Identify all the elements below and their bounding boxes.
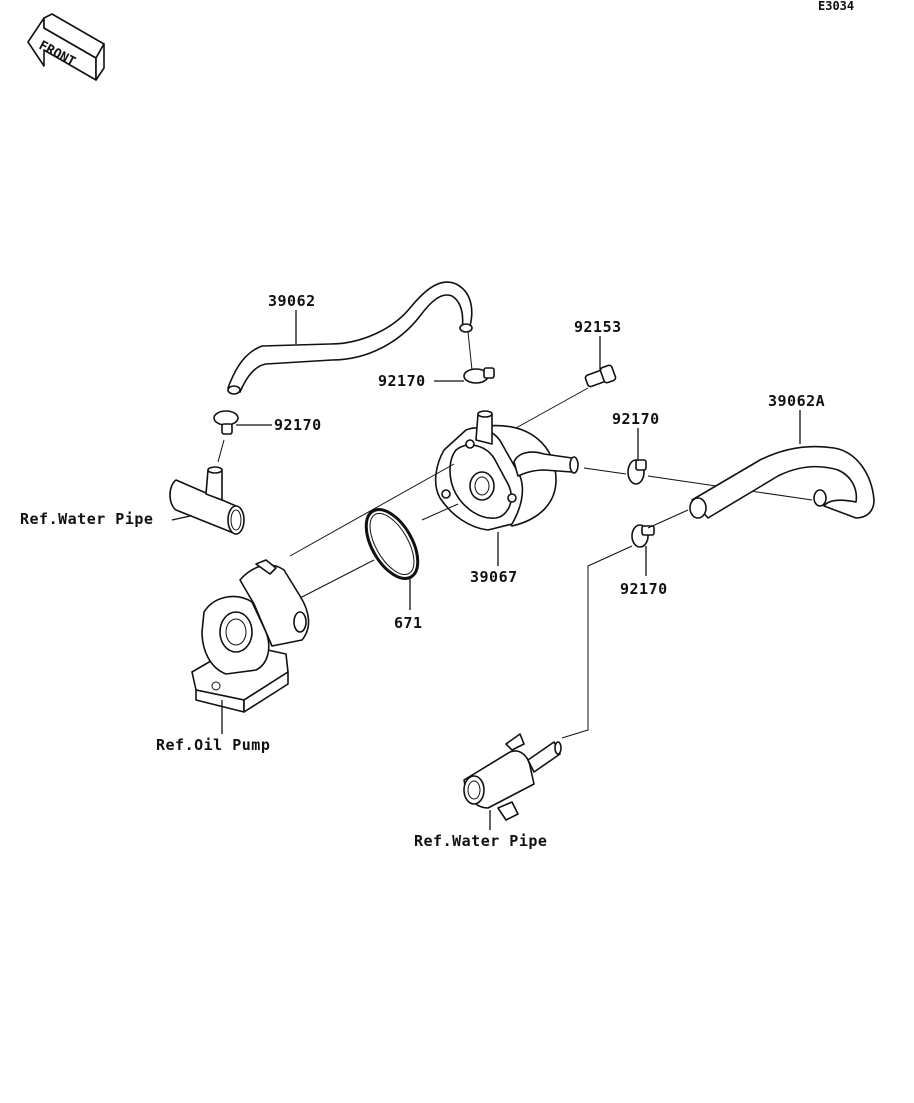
clamp-92170-right-upper	[627, 459, 647, 485]
label-92170-c: 92170	[612, 410, 660, 428]
label-39062: 39062	[268, 292, 316, 310]
diagram-code: E3034	[818, 0, 854, 13]
label-ref-oil-pump: Ref.Oil Pump	[156, 736, 270, 754]
front-arrow-icon: FRONT	[27, 13, 105, 81]
label-92153: 92153	[574, 318, 622, 336]
clamp-92170-upper-mid	[463, 367, 495, 384]
label-ref-water-pipe-upper: Ref.Water Pipe	[20, 510, 153, 528]
label-92170-b: 92170	[274, 416, 322, 434]
water-pipe-fitting-lower	[463, 733, 562, 821]
label-92170-d: 92170	[620, 580, 668, 598]
bolt-92153	[584, 364, 617, 388]
label-671: 671	[394, 614, 423, 632]
oil-cooler-39067	[434, 410, 579, 531]
label-39062A: 39062A	[768, 392, 825, 410]
label-39067: 39067	[470, 568, 518, 586]
label-92170-a: 92170	[378, 372, 426, 390]
water-pipe-fitting-upper	[169, 466, 245, 535]
hose-39062	[227, 281, 473, 395]
oil-pump	[191, 559, 310, 713]
label-ref-water-pipe-lower: Ref.Water Pipe	[414, 832, 547, 850]
oring-671	[364, 508, 420, 580]
hose-39062A	[689, 445, 875, 519]
clamp-92170-right-lower	[631, 524, 655, 548]
clamp-92170-upper-left	[213, 410, 239, 435]
